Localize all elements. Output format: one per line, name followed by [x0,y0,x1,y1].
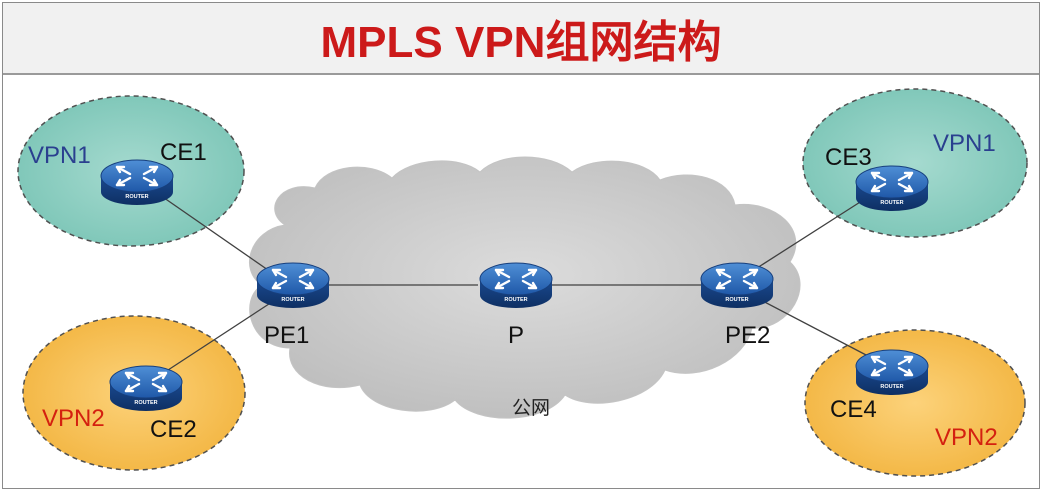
public-network-label: 公网 [512,397,550,419]
router-pe2-icon [699,261,775,310]
label-ce2: CE2 [150,416,197,443]
label-pe2: PE2 [725,322,770,349]
vpn1-label-top-left: VPN1 [28,142,91,169]
vpn2-label-bottom-left: VPN2 [42,405,105,432]
link-pe2-ce4 [756,297,869,357]
label-ce1: CE1 [160,139,207,166]
label-ce4: CE4 [830,396,877,423]
label-p: P [508,322,524,349]
vpn1-label-top-right: VPN1 [933,130,996,157]
page-title: MPLS VPN组网结构 [320,18,722,67]
router-ce2-icon [108,364,184,413]
router-ce4-icon [854,348,930,397]
vpn2-label-bottom-right: VPN2 [935,424,998,451]
title-bar: MPLS VPN组网结构 [3,3,1039,75]
label-pe1: PE1 [264,322,309,349]
link-ce1-pe1 [156,192,269,271]
router-pe1-icon [255,261,331,310]
router-ce3-icon [854,164,930,213]
link-ce2-pe1 [164,299,276,373]
router-p-icon [478,261,554,310]
link-pe2-ce3 [756,196,869,269]
label-ce3: CE3 [825,144,872,171]
router-ce1-icon [99,158,175,207]
